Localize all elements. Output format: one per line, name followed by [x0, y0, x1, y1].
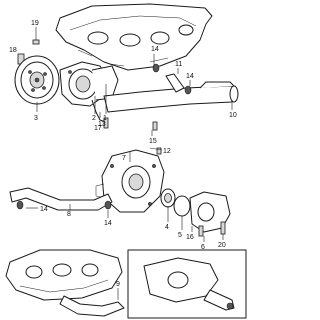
callout-14-right: 14: [186, 73, 194, 80]
bypass-pipe-17: [91, 99, 107, 123]
hose-clamp-14a: [152, 63, 160, 73]
hose-clamp-14d: [104, 200, 112, 210]
bolt-20: [220, 221, 226, 235]
callout-3: 3: [34, 115, 38, 122]
bolt-15: [152, 121, 158, 131]
hose-8: [9, 187, 113, 211]
callout-14-bottom: 14: [104, 220, 112, 227]
bolt-19: [32, 27, 40, 45]
bolt-13: [103, 117, 109, 129]
callout-14-top: 14: [151, 46, 159, 53]
engine-casting-bottom-left: [5, 249, 123, 301]
callout-2: 2: [92, 115, 96, 122]
leader-lines: [26, 54, 233, 300]
thermostat: [160, 188, 176, 208]
hose-clamp-14b: [184, 85, 192, 95]
callout-16: 16: [186, 234, 194, 241]
hose-11: [165, 73, 185, 93]
callout-12: 12: [163, 148, 171, 155]
callout-1: 1: [103, 115, 107, 122]
callout-19: 19: [31, 20, 39, 27]
callout-14-left: 14: [40, 206, 48, 213]
callout-17: 17: [94, 125, 102, 132]
callout-11: 11: [175, 61, 182, 68]
water-pump-pulley: [14, 55, 60, 105]
water-pump-exploded-diagram: 19 18 3 1 2 17 14 11 14 10 13 15 12 7 4 …: [5, 3, 247, 319]
callout-labels: 19 18 3 1 2 17 14 11 14 10 13 15 12 7 4 …: [9, 20, 237, 288]
water-pipe-10: [103, 81, 239, 113]
inset-detail-frame: [127, 249, 247, 319]
callout-7: 7: [122, 155, 126, 162]
callout-13: 13: [98, 121, 106, 128]
bolt-12: [156, 147, 162, 155]
hose-9: [59, 295, 125, 317]
thermostat-cover-16: [189, 191, 231, 233]
callout-18: 18: [9, 47, 17, 54]
hose-clamp-14c: [16, 200, 24, 210]
callout-20: 20: [218, 242, 226, 249]
bolt-6: [198, 225, 204, 237]
callout-10: 10: [229, 112, 237, 119]
callout-6: 6: [201, 244, 205, 251]
callout-8: 8: [67, 211, 71, 218]
engine-block-casting-top: [55, 3, 213, 71]
thermostat-housing: [95, 149, 165, 213]
callout-4: 4: [165, 224, 169, 231]
callout-9: 9: [116, 281, 120, 288]
callout-15: 15: [149, 138, 157, 145]
callout-5: 5: [178, 232, 182, 239]
o-ring-5: [173, 195, 191, 217]
